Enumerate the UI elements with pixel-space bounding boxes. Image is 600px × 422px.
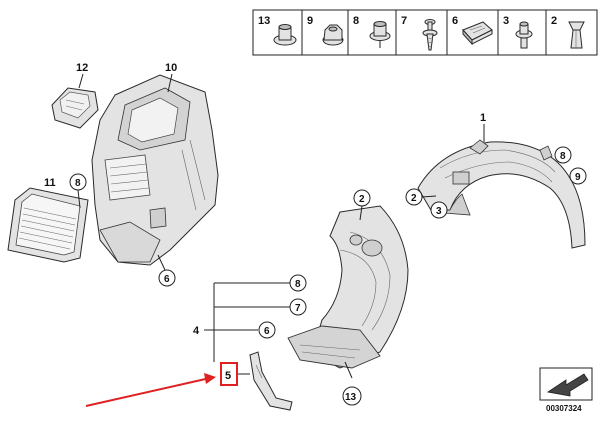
label-8-left: 8	[75, 178, 81, 189]
red-arrow-icon	[85, 373, 216, 407]
strip-num-2: 2	[551, 15, 557, 27]
expanding-clip-icon	[568, 21, 585, 49]
label-6-left: 6	[164, 274, 170, 285]
label-8-right: 8	[560, 151, 566, 162]
direction-arrow-icon	[539, 367, 593, 401]
callout-8-center	[289, 274, 307, 292]
label-3: 3	[436, 206, 442, 217]
strip-num-9: 9	[307, 15, 313, 27]
label-7: 7	[295, 303, 301, 314]
strip-num-8: 8	[353, 15, 359, 27]
label-11: 11	[44, 177, 56, 189]
rivet-icon	[515, 21, 533, 49]
spring-clip-icon	[462, 21, 493, 46]
label-6-center: 6	[264, 326, 270, 337]
hardware-strip: 13 9 8 7	[252, 9, 598, 56]
part-11-filter	[7, 187, 89, 263]
callout-6-center	[258, 321, 276, 339]
part-5-bracket	[249, 351, 293, 411]
part-front-wheel-arch-liner	[287, 205, 409, 379]
part-12-cover	[51, 87, 99, 129]
strip-num-6: 6	[452, 15, 458, 27]
callout-6-left	[158, 269, 176, 287]
highlight-box-5	[220, 362, 238, 386]
callout-7	[289, 298, 307, 316]
label-5: 5	[225, 370, 231, 382]
label-10: 10	[165, 62, 177, 74]
screw-icon	[422, 19, 438, 51]
nut-flanged-icon	[273, 24, 297, 46]
part-1-wheel-arch-liner	[417, 139, 586, 249]
label-2-center: 2	[359, 194, 365, 205]
label-1: 1	[480, 112, 486, 124]
label-2-right: 2	[411, 193, 417, 204]
callout-9	[569, 167, 587, 185]
strip-num-3: 3	[503, 15, 509, 27]
callout-13-bottom	[342, 386, 362, 406]
hex-nut-icon	[322, 24, 344, 46]
catalog-number: 00307324	[546, 404, 582, 413]
label-12: 12	[76, 62, 88, 74]
callout-tree	[204, 282, 290, 362]
label-8-center: 8	[295, 279, 301, 290]
collar-nut-icon	[369, 21, 391, 48]
part-10-panel	[91, 74, 219, 266]
label-13-bottom: 13	[345, 392, 357, 403]
label-9: 9	[575, 172, 581, 183]
label-4: 4	[193, 325, 200, 337]
callout-3	[430, 201, 448, 219]
callout-8-right	[554, 146, 572, 164]
strip-num-13: 13	[258, 15, 270, 27]
strip-num-7: 7	[401, 15, 407, 27]
